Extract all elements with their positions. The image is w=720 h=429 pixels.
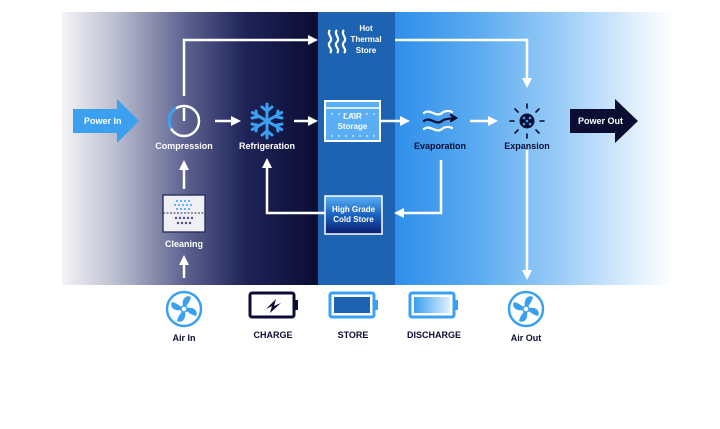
battery-full-icon (328, 291, 378, 319)
cold-store-box (324, 195, 383, 235)
power-in-label: Power In (84, 116, 122, 126)
discharge-label: DISCHARGE (406, 330, 461, 340)
filter-icon (162, 194, 206, 233)
gauge-icon (167, 104, 201, 138)
charge-phase-band (62, 12, 318, 285)
refrigeration-label: Refrigeration (238, 141, 295, 151)
snowflake-icon (250, 102, 284, 140)
air-in-label: Air In (172, 333, 196, 343)
battery-discharge-icon (408, 291, 458, 319)
high-grade-cold-store-label: High Grade Cold Store (331, 205, 376, 224)
compression-label: Compression (155, 141, 213, 151)
lair-storage-label: LAIR Storage (337, 112, 368, 131)
power-in-arrow (73, 99, 139, 143)
cleaning-label: Cleaning (164, 239, 203, 249)
discharge-phase-band (395, 12, 673, 285)
flow-lines (179, 35, 532, 280)
heat-waves-icon (327, 29, 347, 54)
power-out-label: Power Out (578, 116, 624, 126)
air-out-label: Air Out (510, 333, 542, 343)
expansion-burst-icon (509, 103, 545, 139)
expansion-label: Expansion (504, 141, 550, 151)
evaporation-waves-icon (422, 109, 459, 132)
storage-tank-icon (324, 100, 381, 142)
charge-label: CHARGE (253, 330, 293, 340)
fan-icon (507, 290, 545, 328)
power-out-arrow (570, 99, 638, 143)
hot-thermal-store-label: Hot Thermal Store (350, 24, 382, 55)
battery-charge-icon (248, 291, 298, 319)
evaporation-label: Evaporation (413, 141, 466, 151)
store-phase-band (318, 12, 395, 285)
store-label: STORE (337, 330, 369, 340)
fan-icon (165, 290, 203, 328)
